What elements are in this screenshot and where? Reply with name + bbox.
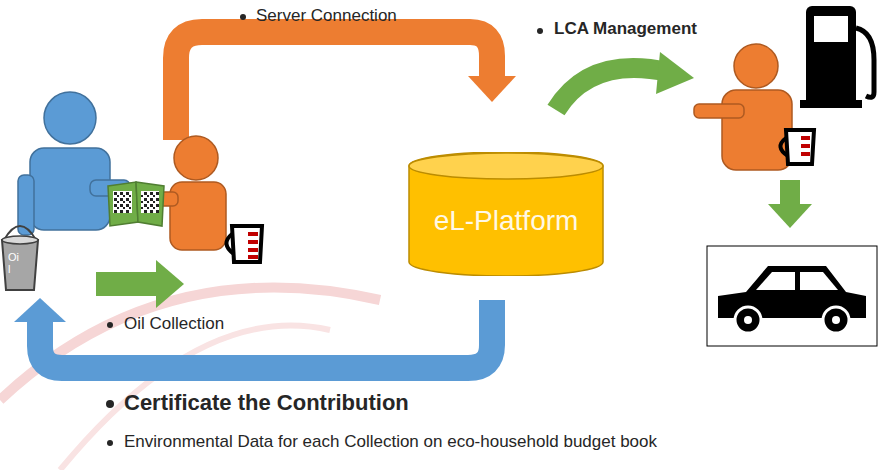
oil-bucket: [2, 226, 38, 290]
qr-certificate: [108, 182, 164, 226]
bullet: [106, 400, 114, 408]
bullet: [107, 322, 113, 328]
bullet: [107, 440, 113, 446]
oil-arrow: [96, 272, 158, 296]
heading-text: Certificate the Contribution: [124, 390, 409, 416]
node-label: eL-Platform: [408, 205, 604, 237]
measuring-cup: [780, 130, 814, 164]
note-text: Environmental Data for each Collection o…: [124, 432, 657, 452]
arrow-head: [768, 204, 812, 228]
bucket-label: Oi l: [8, 252, 21, 275]
person-orange: [694, 44, 792, 170]
arrow-label: LCA Management: [554, 19, 697, 39]
fuel-pump: [800, 6, 874, 108]
arrow-label: Server Connection: [256, 6, 397, 26]
arrow-head: [156, 260, 184, 308]
car-picture: [707, 246, 877, 346]
bullet: [240, 14, 246, 20]
arrow-head: [656, 52, 694, 94]
database-cylinder: eL-Platform: [408, 152, 604, 276]
down-arrow: [780, 180, 800, 206]
arrow-head: [14, 298, 66, 322]
server-arrow: [176, 32, 492, 140]
arrow-label: Oil Collection: [124, 314, 224, 334]
watermark-swoosh: [0, 288, 380, 401]
measuring-cup: [226, 226, 262, 262]
return-arrow: [40, 300, 492, 368]
bullet: [537, 28, 543, 34]
lca-arrow: [556, 68, 668, 110]
arrow-head: [468, 76, 516, 102]
